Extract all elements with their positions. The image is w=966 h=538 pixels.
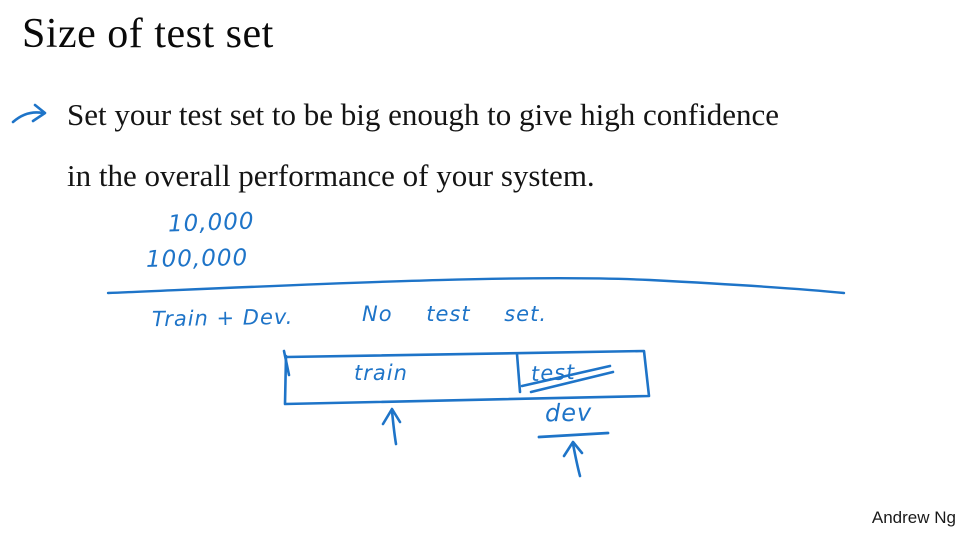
train-test-divider-line xyxy=(515,352,522,394)
data-split-box xyxy=(282,349,651,406)
handdrawn-up-arrow-icon xyxy=(381,407,402,446)
slide-title: Size of test set xyxy=(22,11,274,57)
bullet-text-line-1: Set your test set to be big enough to gi… xyxy=(67,97,779,132)
handdrawn-up-arrow-icon xyxy=(562,440,584,478)
handwritten-train-label: train xyxy=(354,361,408,385)
handwritten-split-label: Train + Dev. xyxy=(151,304,294,332)
underline-mark xyxy=(537,431,610,439)
bullet-text-line-2: in the overall performance of your syste… xyxy=(67,158,595,193)
handwritten-sample-size-small: 10,000 xyxy=(167,208,255,238)
author-credit: Andrew Ng xyxy=(871,508,956,527)
handwritten-note-label: No test set. xyxy=(362,302,548,326)
handwritten-dev-label: dev xyxy=(544,398,593,428)
handdrawn-right-arrow-icon xyxy=(11,103,47,124)
handwritten-test-label: test xyxy=(530,359,576,387)
separator-arc-line xyxy=(106,276,846,295)
handwritten-sample-size-large: 100,000 xyxy=(145,245,249,273)
